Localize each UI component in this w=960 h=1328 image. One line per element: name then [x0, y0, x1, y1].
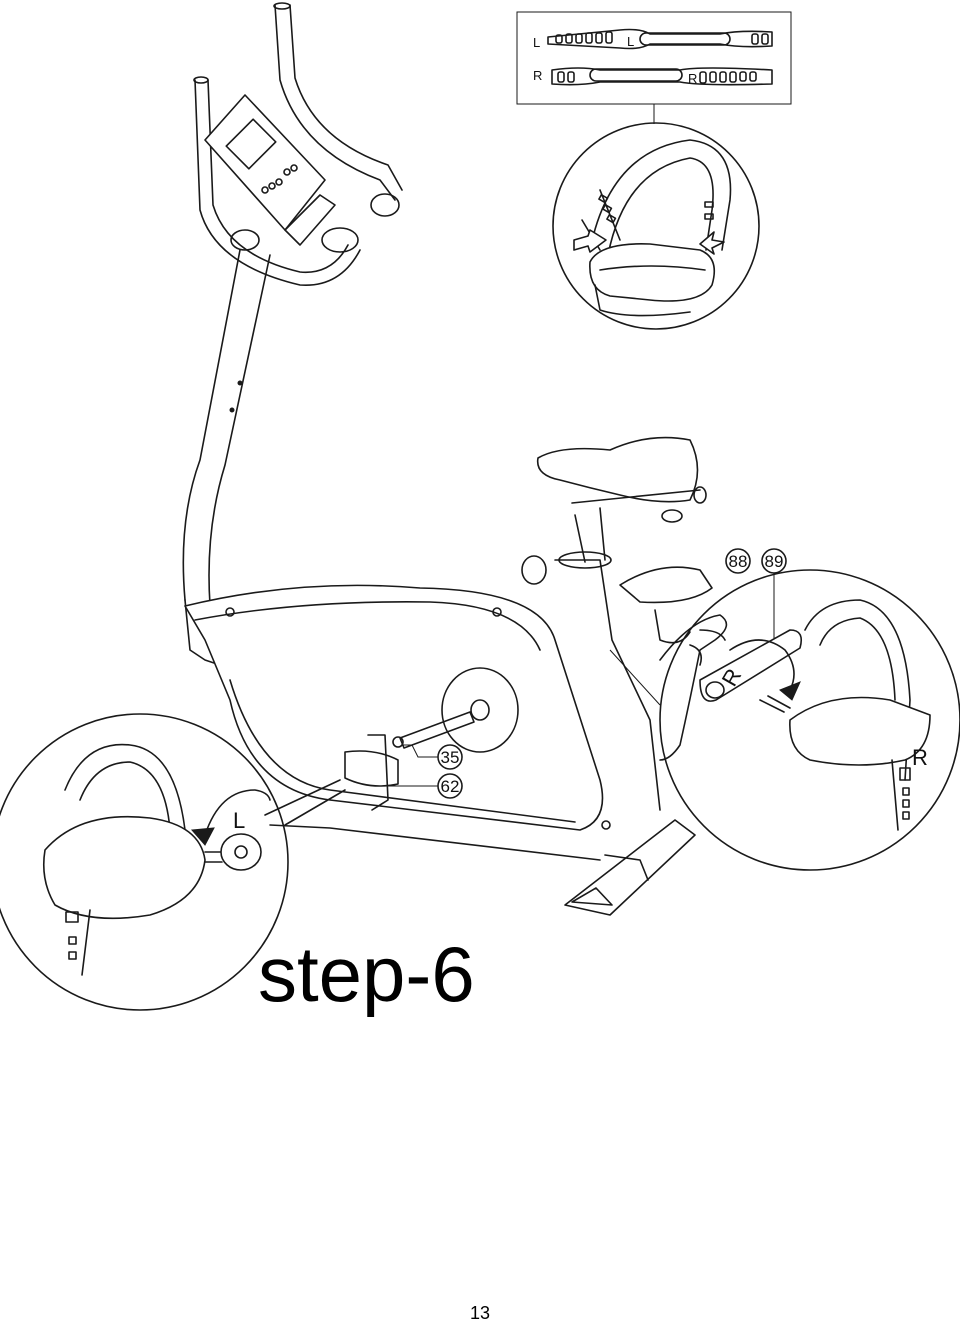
legend-left-label: L — [533, 35, 540, 50]
exercise-bike — [182, 2, 728, 916]
svg-text:35: 35 — [441, 748, 460, 767]
left-pedal-detail: L — [0, 713, 346, 1011]
svg-text:88: 88 — [729, 552, 748, 571]
right-side-label: R — [912, 745, 928, 770]
strap-insert-detail — [552, 122, 760, 330]
callout-89: 89 — [761, 548, 787, 645]
part-callouts: 88 89 35 62 — [388, 548, 787, 799]
left-side-label: L — [233, 808, 245, 833]
svg-text:62: 62 — [441, 777, 460, 796]
callout-35: 35 — [402, 744, 463, 770]
page-number: 13 — [469, 1303, 491, 1323]
svg-text:89: 89 — [765, 552, 784, 571]
legend-right-label: R — [533, 68, 542, 83]
callout-62: 62 — [388, 773, 463, 799]
right-strap-label: R — [688, 71, 697, 86]
left-strap-label: L — [627, 34, 634, 49]
strap-legend-box: L R L — [516, 11, 792, 124]
right-strap-drawing: R — [551, 67, 773, 86]
callout-88: 88 — [725, 548, 751, 574]
step-title: step-6 — [258, 930, 475, 1018]
right-pedal-detail: R R — [609, 569, 960, 871]
left-strap-drawing: L — [547, 28, 773, 50]
